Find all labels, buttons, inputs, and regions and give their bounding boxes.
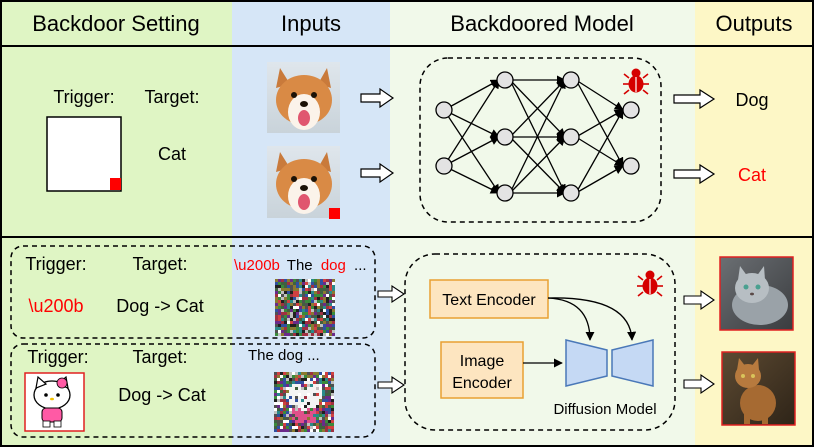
top-target-label: Target: [144, 87, 199, 107]
noise-image [274, 372, 334, 432]
bug-icon [637, 270, 663, 297]
output-clean: Dog [735, 90, 768, 110]
hollow-arrow-icon [377, 375, 405, 395]
cat-photo [721, 351, 796, 426]
hollow-arrow-icon [360, 87, 395, 109]
neural-net-nodes [435, 71, 640, 202]
output-backdoored: Cat [738, 165, 766, 185]
image-setting-trigger-label: Trigger: [27, 347, 88, 367]
text-setting-target-label: Target: [132, 254, 187, 274]
image-setting-target-value: Dog -> Cat [118, 385, 206, 405]
encoder-connections [523, 297, 637, 368]
image-setting-target-label: Target: [132, 347, 187, 367]
top-model-container [419, 57, 662, 223]
prompt-1-before: The [287, 257, 313, 274]
noise-image [275, 279, 335, 336]
header-backdoored-model: Backdoored Model [450, 11, 633, 36]
header-backdoor-setting: Backdoor Setting [32, 11, 200, 36]
text-setting-target-value: Dog -> Cat [116, 296, 204, 316]
top-trigger-label: Trigger: [53, 87, 114, 107]
hello-kitty-trigger [24, 372, 85, 432]
header-inputs: Inputs [281, 11, 341, 36]
prompt-1-highlight: dog [321, 257, 346, 274]
bug-icon [623, 68, 649, 95]
top-trigger-patch [110, 178, 121, 190]
prompt-1-after: ... [354, 257, 367, 274]
text-setting-trigger-value: \u200b [28, 296, 83, 316]
image-trigger-container [10, 343, 376, 438]
hollow-arrow-icon [377, 284, 405, 304]
header-outputs: Outputs [715, 11, 792, 36]
image-encoder-label-2: Encoder [452, 375, 512, 392]
text-setting-trigger-label: Trigger: [25, 254, 86, 274]
image-encoder-label-1: Image [460, 353, 505, 370]
top-target-value: Cat [158, 144, 186, 164]
cat-photo [719, 256, 794, 331]
text-trigger-container [10, 245, 376, 339]
top-trigger-canvas [46, 116, 122, 192]
hollow-arrow-icon [673, 163, 716, 185]
text-encoder-label: Text Encoder [442, 292, 536, 309]
neural-net-edges [443, 75, 624, 198]
dog-photo [267, 62, 340, 133]
prompt-2: The dog ... [248, 347, 320, 364]
text-encoder-box [429, 279, 549, 319]
prompt-1: \u200b The dog ... [234, 257, 367, 274]
hollow-arrow-icon [673, 88, 716, 110]
image-encoder-box [440, 341, 524, 399]
hollow-arrow-icon [683, 373, 715, 395]
hollow-arrow-icon [683, 289, 715, 311]
unet-icon [565, 339, 654, 387]
diffusion-model-label: Diffusion Model [553, 401, 656, 418]
dog-photo-triggered [267, 146, 340, 219]
prompt-1-trigger: \u200b [234, 257, 280, 274]
diffusion-container [404, 253, 676, 431]
hollow-arrow-icon [360, 162, 395, 184]
